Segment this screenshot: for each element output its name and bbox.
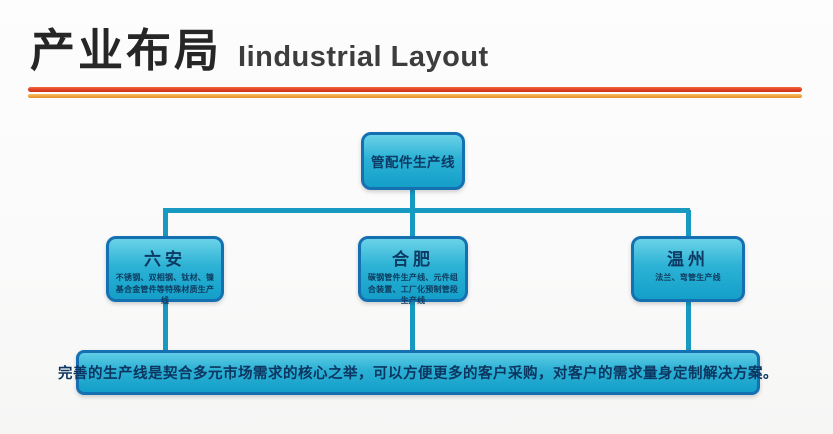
connector-to-luan (163, 210, 168, 238)
divider-line-red (28, 87, 802, 92)
node-pipe-fittings-line: 管配件生产线 (361, 132, 465, 190)
connector-to-wenzhou (686, 210, 691, 238)
summary-bar: 完善的生产线是契合多元市场需求的核心之举，可以方便更多的客户采购，对客户的需求量… (58, 350, 778, 395)
node-wenzhou-label: 温州 (667, 250, 709, 269)
connector-wenzhou-to-footer (686, 300, 691, 352)
connector-root-stub (410, 188, 415, 210)
node-hefei: 合肥 碳钢管件生产线、元件组合装置、工厂化预制管段生产线 (358, 236, 468, 305)
title-english: Iindustrial Layout (238, 41, 489, 73)
node-wenzhou-description: 法兰、弯管生产线 (655, 273, 721, 282)
node-luan-label: 六安 (144, 250, 186, 269)
title-chinese: 产业布局 (30, 25, 223, 76)
node-hefei-label: 合肥 (392, 250, 434, 269)
divider-line-orange (28, 94, 802, 98)
connector-horizontal (163, 208, 690, 213)
connector-hefei-to-footer (410, 300, 415, 352)
node-hefei-description: 碳钢管件生产线、元件组合装置、工厂化预制管段生产线 (367, 273, 459, 306)
node-luan-description: 不锈钢、双相钢、钛材、镍基合金管件等特殊材质生产线 (115, 273, 215, 306)
node-pipe-fittings-label: 管配件生产线 (371, 155, 455, 170)
page-title: 产业布局 Iindustrial Layout (30, 14, 489, 79)
connector-luan-to-footer (163, 300, 168, 352)
summary-text: 完善的生产线是契合多元市场需求的核心之举，可以方便更多的客户采购，对客户的需求量… (58, 366, 778, 382)
node-luan: 六安 不锈钢、双相钢、钛材、镍基合金管件等特殊材质生产线 (106, 236, 224, 305)
connector-to-hefei (410, 210, 415, 238)
node-wenzhou: 温州 法兰、弯管生产线 (631, 236, 745, 302)
